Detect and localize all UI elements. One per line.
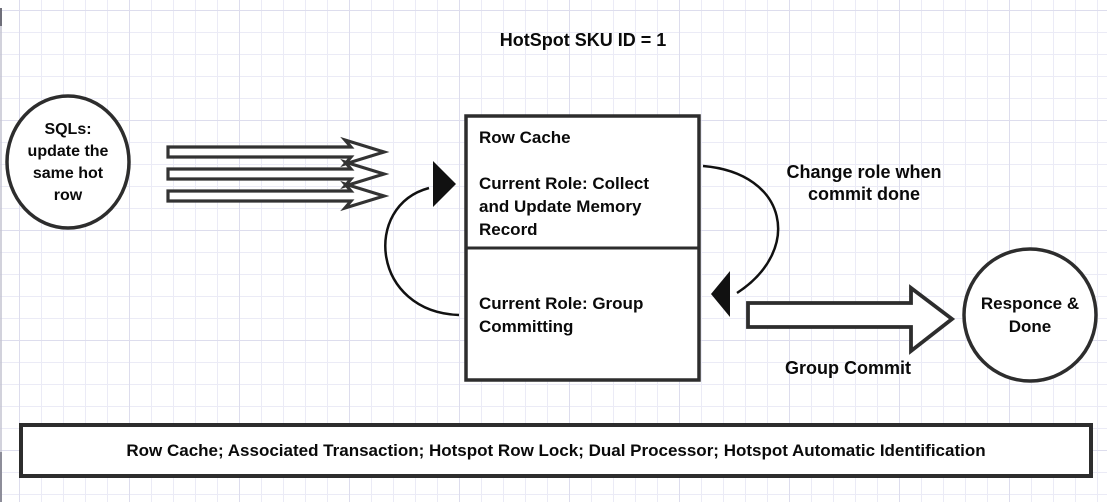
sql-source-label: SQLs: update the same hot row <box>27 121 109 204</box>
request-arrow-1-icon <box>166 136 390 168</box>
row-cache-top-label: Row Cache Current Role: Collect and Upda… <box>479 128 650 239</box>
sql-source-circle <box>5 94 131 230</box>
role-loop-curve <box>384 186 460 317</box>
change-role-arrowhead-icon <box>711 271 730 317</box>
footer-feature-bar <box>19 423 1093 478</box>
change-role-edge-label: Change role when commit done <box>786 162 942 204</box>
response-circle <box>962 247 1098 383</box>
change-role-curve <box>702 164 780 295</box>
response-label: Responce & Done <box>980 294 1080 336</box>
request-arrow-2-icon <box>166 158 390 190</box>
row-cache-bottom-label: Current Role: Group Committing <box>479 294 644 336</box>
group-commit-arrow-icon <box>746 284 956 355</box>
footer-feature-list: Row Cache; Associated Transaction; Hotsp… <box>126 441 986 460</box>
role-loop-arrowhead-icon <box>433 161 456 207</box>
request-arrow-3-icon <box>166 180 390 212</box>
diagram-title: HotSpot SKU ID = 1 <box>499 30 667 50</box>
group-commit-edge-label: Group Commit <box>785 358 911 378</box>
